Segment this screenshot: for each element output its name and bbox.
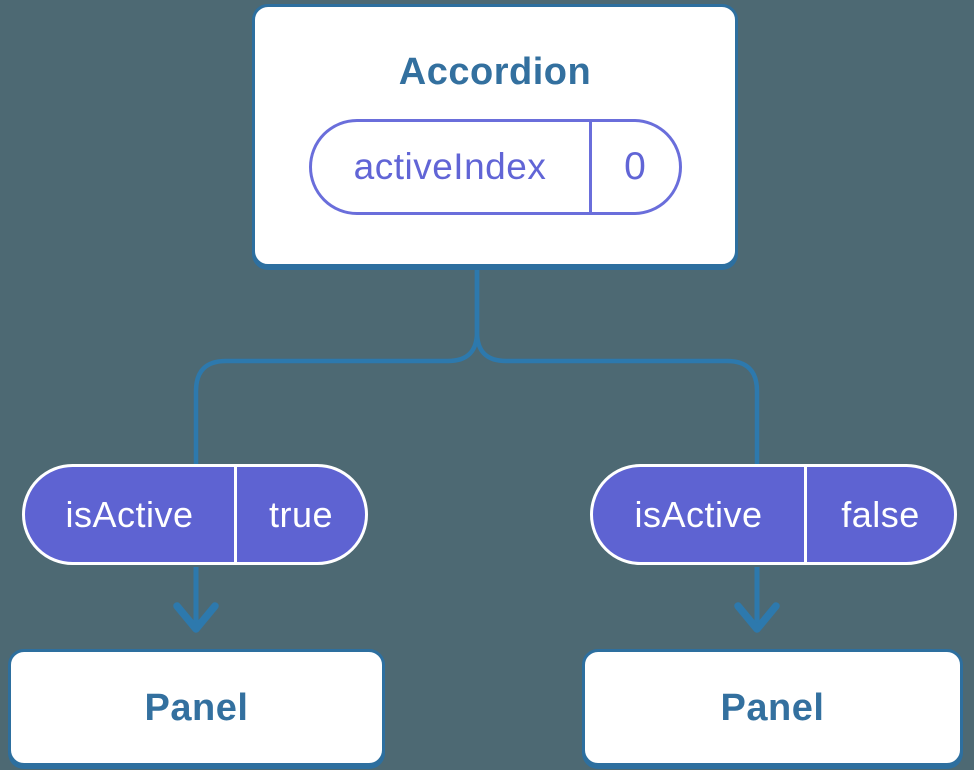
panel-node-card-right: Panel xyxy=(582,649,963,766)
connector-right-branch xyxy=(474,266,760,468)
active-index-state-pill: activeIndex 0 xyxy=(308,119,682,215)
prop-value: false xyxy=(804,467,954,562)
prop-value: true xyxy=(234,467,365,562)
prop-name: isActive xyxy=(634,493,763,535)
panel-node-title: Panel xyxy=(144,686,249,729)
is-active-prop-pill-left: isActive true xyxy=(22,464,368,565)
panel-node-title: Panel xyxy=(720,686,825,729)
accordion-node-title: Accordion xyxy=(398,51,592,93)
is-active-prop-pill-right: isActive false xyxy=(590,464,957,565)
left-arrow-icon xyxy=(173,567,219,633)
prop-name: isActive xyxy=(65,493,194,535)
right-arrow-icon xyxy=(734,567,780,633)
accordion-node-card: Accordion activeIndex 0 xyxy=(252,4,738,267)
state-value: 0 xyxy=(588,122,679,212)
panel-node-card-left: Panel xyxy=(8,649,385,766)
connector-left-branch xyxy=(193,266,480,468)
state-name: activeIndex xyxy=(353,146,547,187)
